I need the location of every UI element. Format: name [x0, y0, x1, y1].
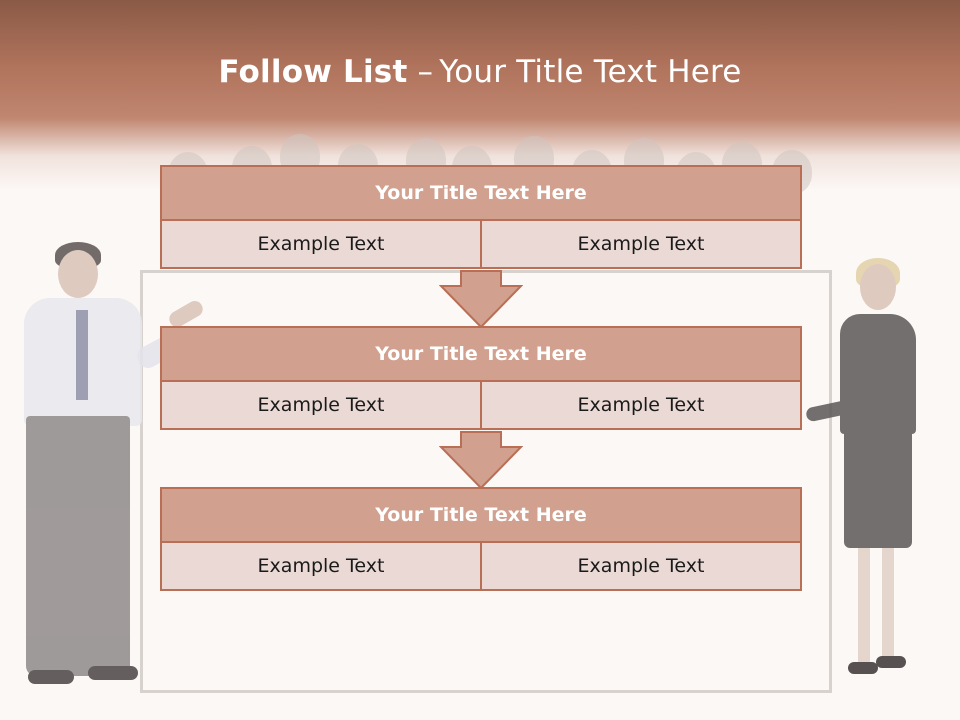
step-text-right: Example Text [482, 543, 802, 591]
step-title: Your Title Text Here [160, 326, 802, 382]
slide-title-rest: Your Title Text Here [439, 54, 742, 90]
down-arrow-icon [439, 431, 523, 489]
businesswoman-figure [805, 258, 936, 698]
slide-title-bold: Follow List [218, 54, 408, 90]
step-block-3: Your Title Text Here Example Text Exampl… [160, 487, 802, 591]
slide-title-separator: – [417, 54, 434, 90]
businessman-figure [18, 240, 206, 700]
slide-title: Follow List–Your Title Text Here [0, 54, 960, 90]
step-text-left: Example Text [160, 221, 482, 269]
step-block-1: Your Title Text Here Example Text Exampl… [160, 165, 802, 269]
step-block-2: Your Title Text Here Example Text Exampl… [160, 326, 802, 430]
step-text-left: Example Text [160, 382, 482, 430]
down-arrow-icon [439, 270, 523, 328]
step-text-right: Example Text [482, 221, 802, 269]
step-title: Your Title Text Here [160, 487, 802, 543]
step-title: Your Title Text Here [160, 165, 802, 221]
step-text-left: Example Text [160, 543, 482, 591]
step-text-right: Example Text [482, 382, 802, 430]
